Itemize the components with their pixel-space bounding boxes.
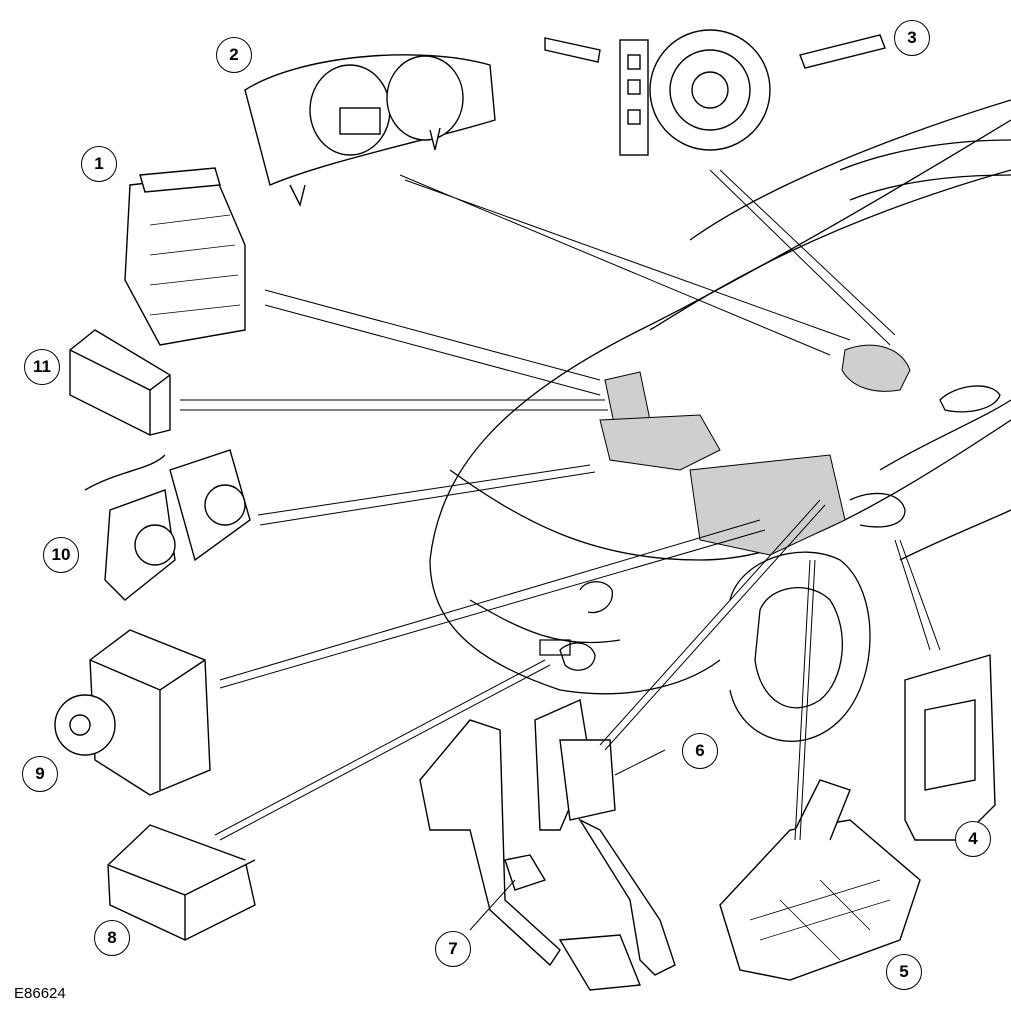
callout-number: 2 [229,45,239,64]
leader-lines [180,169,941,931]
callout-3: 3 [894,20,930,56]
component-instrument-cluster [244,54,496,208]
component-sensor-module [107,824,256,941]
callout-number: 11 [33,357,51,376]
callout-number: 8 [107,928,117,947]
callout-7: 7 [435,931,471,967]
component-control-module-rear [904,654,996,841]
callout-4: 4 [955,821,991,857]
callout-11: 11 [24,349,60,385]
callout-8: 8 [94,920,130,956]
component-transmission-valve-body [719,779,921,981]
component-abs-modulator [54,629,211,796]
component-control-module [124,167,246,346]
callout-number: 9 [35,764,45,783]
component-throttle-body [84,449,251,601]
callout-9: 9 [22,756,58,792]
callout-1: 1 [81,146,117,182]
callout-6: 6 [682,733,718,769]
callout-number: 3 [907,28,917,47]
component-steering-column-switchgear [544,29,886,156]
callout-number: 5 [899,962,909,981]
callout-number: 6 [695,741,705,760]
callout-2: 2 [216,37,252,73]
figure-id-label: E86624 [14,985,66,1002]
callout-number: 4 [968,829,978,848]
component-pedal-assembly [419,698,676,991]
callout-5: 5 [886,954,922,990]
vehicle-installed-parts [599,344,911,556]
callout-number: 10 [51,545,71,564]
callout-number: 7 [448,939,458,958]
vehicle-outline [429,99,1011,742]
component-relay-module [69,329,171,436]
callout-10: 10 [43,537,79,573]
callout-number: 1 [94,154,104,173]
